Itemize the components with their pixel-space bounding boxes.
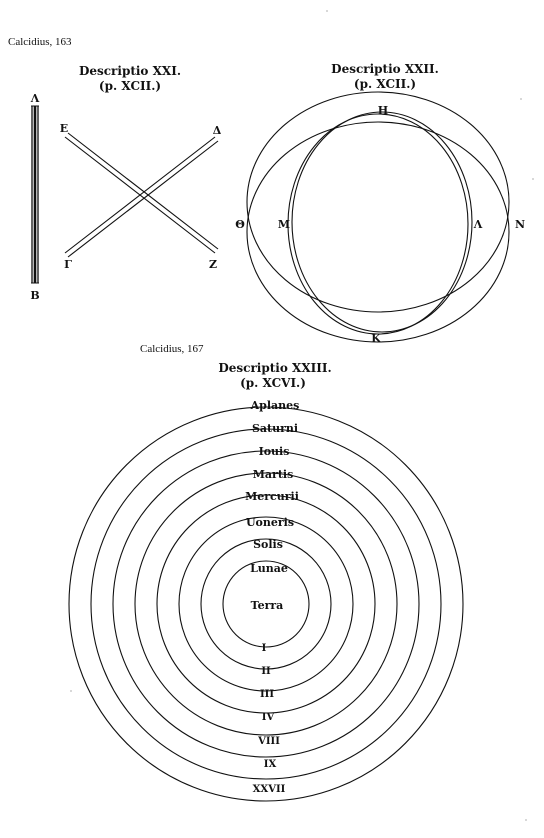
numeral-3: III xyxy=(260,689,274,700)
ring-label-lunae: Lunae xyxy=(250,562,288,575)
fig21-label-top-left: E xyxy=(60,122,68,135)
fig22-title: Descriptio XXII. xyxy=(331,62,439,76)
ring-solis xyxy=(200,538,332,670)
speck xyxy=(520,98,522,100)
figure-23: Descriptio XXIII. (p. XCVI.) Terra Lunae… xyxy=(68,361,464,802)
ring-label-martis: Martis xyxy=(253,468,294,481)
fig21-label-bar-bottom: B xyxy=(30,289,39,302)
speck xyxy=(326,10,328,12)
ring-uoneris xyxy=(178,516,354,692)
fig22-label-inner-right: Λ xyxy=(473,218,483,231)
speck xyxy=(532,178,534,180)
numeral-4: IV xyxy=(262,712,275,723)
numeral-8: VIII xyxy=(257,736,280,747)
speck xyxy=(525,819,527,821)
fig22-label-top: H xyxy=(378,104,388,117)
ring-label-uoneris: Uoneris xyxy=(246,516,294,529)
fig21-label-bottom-left: Γ xyxy=(64,258,72,271)
ring-mercurii xyxy=(156,494,376,714)
numeral-1: I xyxy=(262,643,267,654)
numeral-27: XXVII xyxy=(253,784,286,795)
ring-label-iouis: Iouis xyxy=(259,445,290,458)
ring-label-terra: Terra xyxy=(251,599,284,612)
fig21-title: Descriptio XXI. xyxy=(79,64,181,78)
fig22-label-bottom: K xyxy=(371,332,381,345)
caption-top-left: Calcidius, 163 xyxy=(8,36,72,48)
fig21-label-bottom-right: Z xyxy=(209,258,217,271)
ring-saturni xyxy=(90,428,442,780)
ring-label-solis: Solis xyxy=(253,538,283,551)
speck xyxy=(70,690,72,692)
fig22-label-inner-left: M xyxy=(278,218,290,231)
fig22-subtitle: (p. XCII.) xyxy=(354,77,416,91)
fig22-inner-circle-left xyxy=(291,111,473,333)
numeral-9: IX xyxy=(264,759,277,770)
fig21-label-bar-top: Λ xyxy=(30,92,40,105)
fig22-label-outer-left: Θ xyxy=(235,218,245,231)
fig21-subtitle: (p. XCII.) xyxy=(99,79,161,93)
figure-21: Descriptio XXI. (p. XCII.) Λ B E Δ Γ Z xyxy=(30,64,222,302)
ring-iouis xyxy=(112,450,420,758)
fig21-label-top-right: Δ xyxy=(213,124,222,137)
ring-label-saturni: Saturni xyxy=(252,422,298,435)
caption-middle: Calcidius, 167 xyxy=(140,343,204,355)
ring-aplanes xyxy=(68,406,464,802)
ring-label-aplanes: Aplanes xyxy=(250,399,300,412)
fig22-label-outer-right: N xyxy=(515,218,525,231)
fig22-outer-circle-upper xyxy=(246,91,510,313)
fig21-vertical-bar xyxy=(31,105,39,284)
figure-22: Descriptio XXII. (p. XCII.) H K Θ M Λ N xyxy=(235,62,525,345)
ring-martis xyxy=(134,472,398,736)
fig22-outer-circle-lower xyxy=(246,121,510,343)
ring-label-mercurii: Mercurii xyxy=(245,490,299,503)
numeral-2: II xyxy=(261,666,271,677)
ring-lunae xyxy=(222,560,310,648)
fig23-subtitle: (p. XCVI.) xyxy=(240,376,306,390)
fig23-title: Descriptio XXIII. xyxy=(218,361,331,375)
fig21-cross-line-2 xyxy=(64,136,219,258)
fig22-inner-circle-right xyxy=(287,113,469,335)
